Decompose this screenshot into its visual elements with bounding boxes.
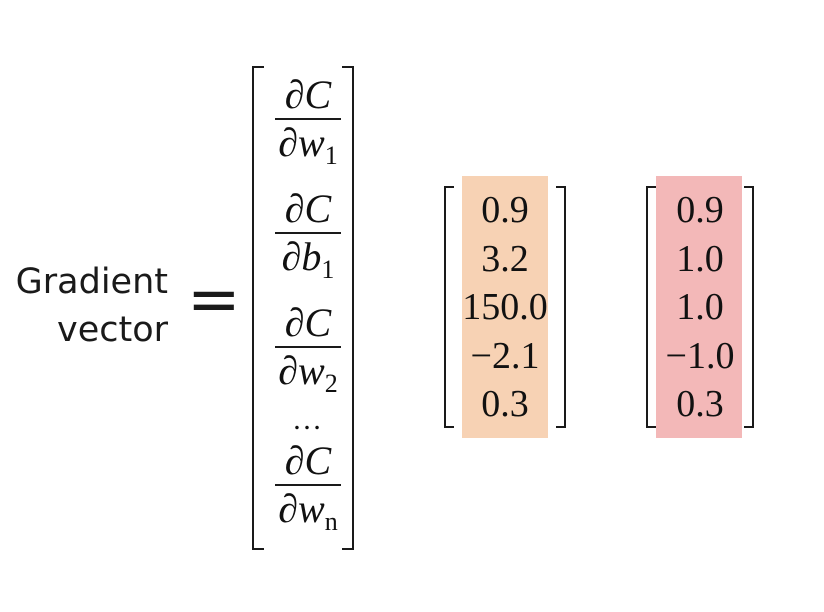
- vector-a-highlight: [462, 176, 548, 438]
- label-line-1: Gradient: [15, 262, 168, 302]
- denominator: ∂b1: [281, 234, 335, 284]
- numerator: ∂C: [284, 438, 332, 483]
- vector-a-entry: 0.3: [481, 383, 529, 425]
- gradient-right-bracket: [342, 66, 354, 550]
- vector-b-entry: 1.0: [676, 286, 724, 328]
- fraction-bar: [275, 346, 341, 348]
- vector-b-highlight: [656, 176, 742, 438]
- vector-b-entry: 1.0: [676, 237, 724, 280]
- numerator: ∂C: [284, 72, 332, 117]
- partial-c-wn: ∂C ∂wn: [262, 438, 354, 536]
- equals-sign: =: [187, 263, 241, 337]
- numerator: ∂C: [284, 300, 332, 345]
- vector-b-entry: 0.3: [676, 383, 724, 425]
- vector-b-right-bracket: [744, 186, 754, 428]
- denominator: ∂w2: [278, 348, 338, 398]
- vector-a-entry: 3.2: [481, 237, 529, 280]
- vector-b: 0.9 1.0 1.0 −1.0 0.3: [652, 186, 748, 429]
- partial-c-b1: ∂C ∂b1: [262, 186, 354, 284]
- vector-a-entry: 0.9: [481, 189, 529, 231]
- vector-a-entry: −2.1: [470, 334, 540, 377]
- partial-c-w1: ∂C ∂w1: [262, 72, 354, 170]
- vector-a-right-bracket: [556, 186, 566, 428]
- fraction-bar: [275, 118, 341, 120]
- vector-a-entry: 150.0: [462, 286, 548, 328]
- gradient-left-bracket: [252, 66, 264, 550]
- denominator: ∂wn: [278, 486, 338, 536]
- numerator: ∂C: [284, 186, 332, 231]
- partial-c-w2: ∂C ∂w2: [262, 300, 354, 398]
- label-line-2: vector: [56, 310, 168, 350]
- vector-b-entry: −1.0: [665, 334, 735, 377]
- vector-a-left-bracket: [444, 186, 454, 428]
- fraction-bar: [275, 484, 341, 486]
- vector-b-left-bracket: [646, 186, 656, 428]
- ellipsis: …: [292, 403, 324, 436]
- vector-a: 0.9 3.2 150.0 −2.1 0.3: [452, 186, 558, 429]
- fraction-bar: [275, 232, 341, 234]
- vector-b-entry: 0.9: [676, 189, 724, 231]
- denominator: ∂w1: [278, 120, 338, 170]
- gradient-vector-label: Gradient vector: [0, 258, 168, 354]
